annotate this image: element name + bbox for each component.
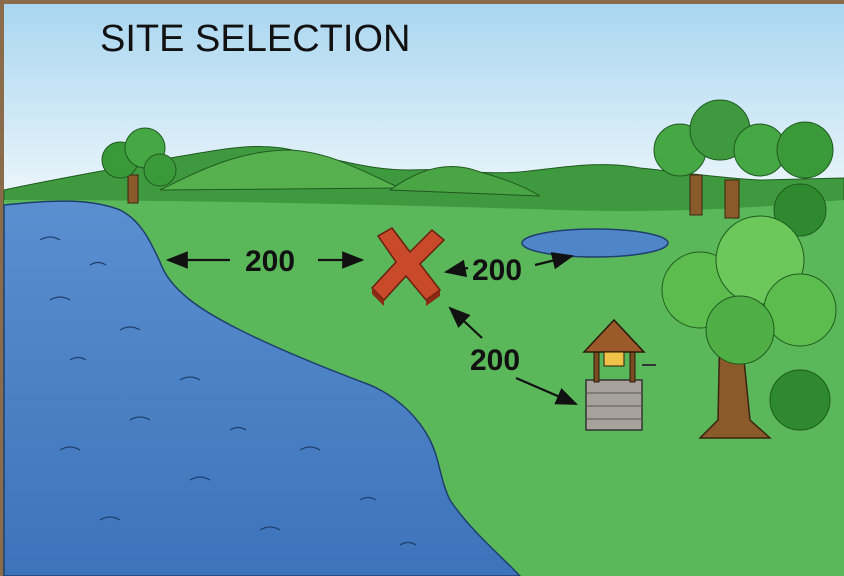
- distance-label-pond: 200: [472, 254, 522, 287]
- distance-label-well: 200: [470, 344, 520, 377]
- distance-label-lake: 200: [245, 245, 295, 278]
- slide-title: SITE SELECTION: [100, 18, 410, 61]
- pond-icon: [522, 229, 668, 257]
